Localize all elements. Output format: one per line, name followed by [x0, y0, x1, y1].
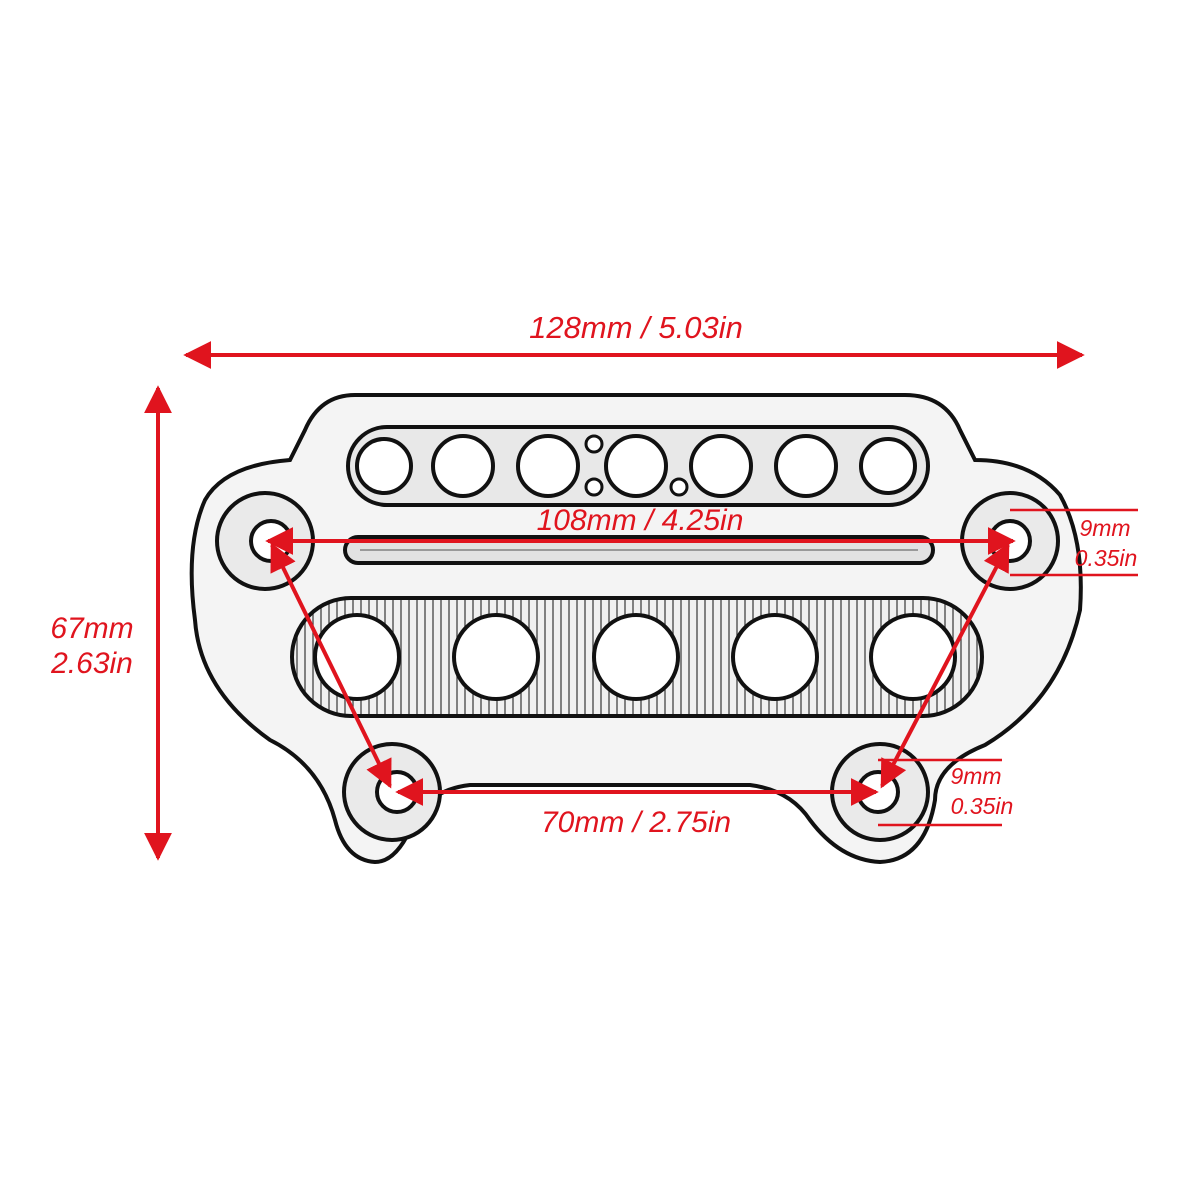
small-hole-1 [584, 434, 604, 454]
top-hole-6 [774, 434, 838, 498]
overall-width-label: 128mm / 5.03in [529, 310, 743, 345]
upper-diameter-mm-label: 9mm [1079, 515, 1130, 541]
top-hole-1 [355, 437, 413, 495]
lower-hole-4 [731, 613, 819, 701]
upper-diameter-in-label: 0.35in [1075, 545, 1138, 571]
top-hole-7 [859, 437, 917, 495]
overall-height-mm-label: 67mm [50, 612, 133, 645]
small-hole-2 [584, 477, 604, 497]
diameter-ticks [878, 508, 1138, 827]
lower-hole-2 [452, 613, 540, 701]
lower-diameter-mm-label: 9mm [950, 763, 1001, 789]
small-holes [584, 434, 689, 497]
upper-spacing-label: 108mm / 4.25in [537, 504, 744, 537]
lower-spacing-label: 70mm / 2.75in [541, 806, 731, 839]
lower-hole-3 [592, 613, 680, 701]
dimension-lines [144, 341, 1085, 861]
top-hole-3 [516, 434, 580, 498]
mounting-plate [189, 393, 1083, 865]
small-hole-3 [669, 477, 689, 497]
top-hole-2 [431, 434, 495, 498]
lower-diameter-in-label: 0.35in [951, 793, 1014, 819]
left-diagonal-arrow [270, 542, 392, 789]
right-diagonal-arrow [880, 542, 1010, 789]
lower-hole-5 [869, 613, 957, 701]
top-slot-holes [355, 434, 917, 498]
overall-height-in-label: 2.63in [50, 647, 133, 680]
top-hole-5 [689, 434, 753, 498]
top-hole-4 [604, 434, 668, 498]
